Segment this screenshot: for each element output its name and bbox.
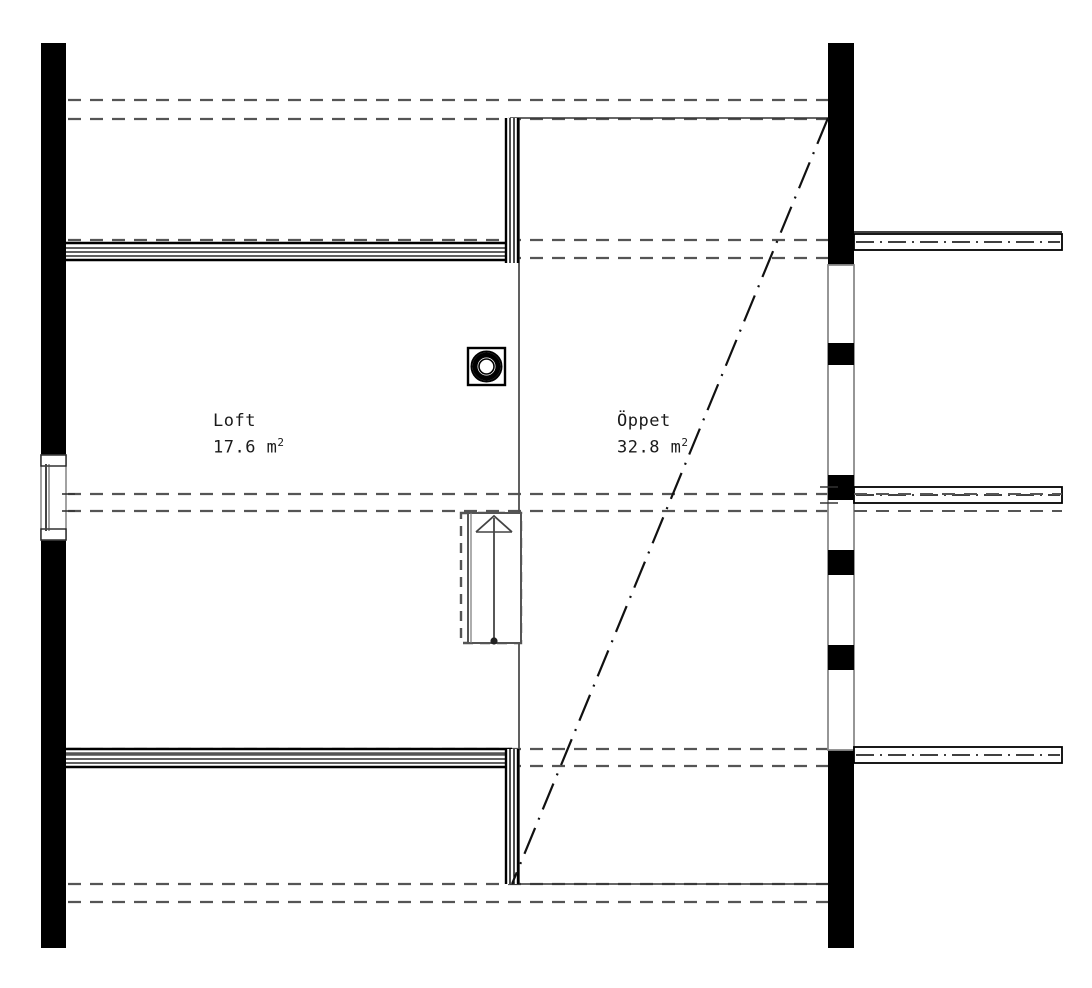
stair-start-dot [490,637,498,645]
wall-east-mullion-3 [828,550,854,575]
chimney-inner-circle [478,358,495,375]
hidden-lines-east-group [854,493,1062,512]
window-west [40,454,67,541]
wall-east-group [827,43,855,948]
room-area-oppet: 32.8 m2 [617,436,689,458]
stair-up [459,511,523,645]
wall-east-top-solid [828,43,854,265]
wall-west-lower [41,540,66,948]
wall-east-mullion-4 [828,645,854,670]
room-name-loft: Loft [213,411,256,431]
east-wall-ticks [820,486,838,504]
section-cut-line [510,117,830,885]
partition-lower-horizontal [66,747,512,769]
partition-upper-horizontal [66,241,512,262]
room-area-loft: 17.6 m2 [213,436,285,458]
wall-west-group [40,43,75,948]
hidden-lines-group [68,98,830,904]
room-name-oppet: Öppet [617,411,671,431]
wall-east-bottom-solid [828,750,854,948]
partition-center-vertical-lower [504,749,520,884]
slab-outline-group [510,117,830,885]
room-label-oppet: Öppet 32.8 m2 [617,408,689,461]
balcony-beam-north [828,231,1063,251]
chimney-outer-circle [470,350,503,383]
stair-arrow-head [475,514,513,533]
partition-center-vertical-upper [504,118,520,263]
wall-east-mullion-1 [828,343,854,365]
window-west-ticks [62,493,75,512]
room-label-loft: Loft 17.6 m2 [213,408,285,461]
wall-east-glazed-band [827,264,855,751]
balcony-beam-south [853,746,1063,764]
chimney-flue [466,346,507,387]
wall-west-upper [41,43,66,455]
chimney-flue-ring [472,352,501,381]
